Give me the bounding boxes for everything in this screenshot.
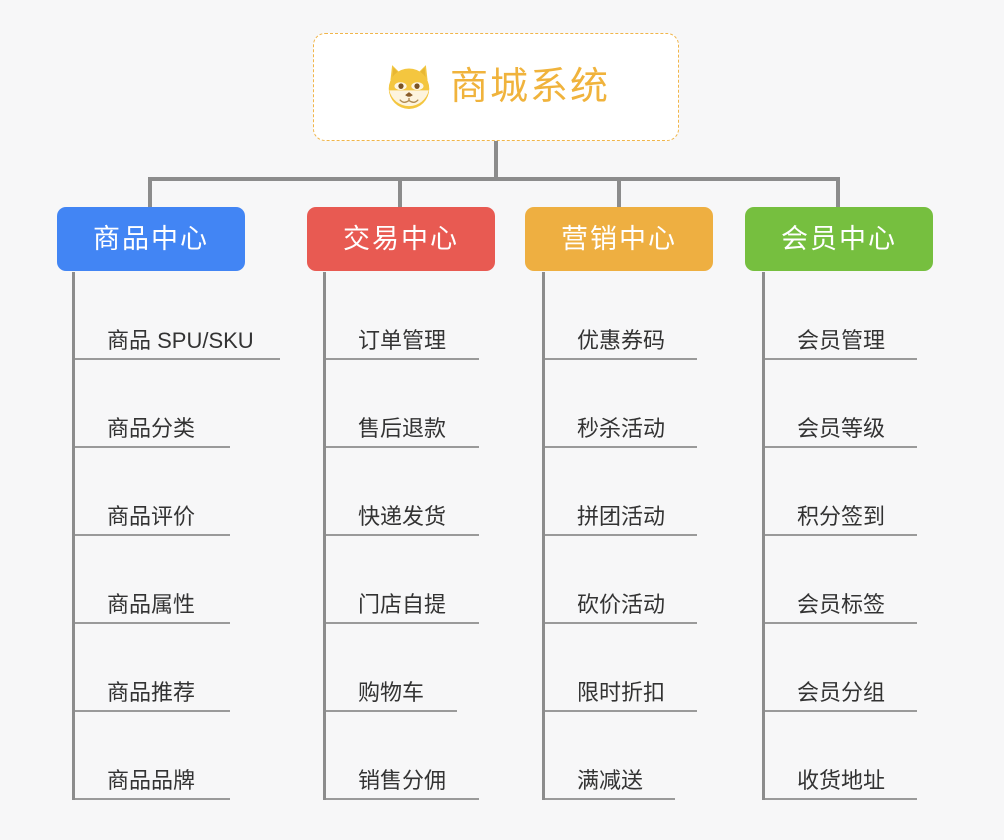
list-item[interactable]: 订单管理 [326, 272, 553, 360]
connector-drop-3 [617, 177, 621, 209]
leaf-underline [545, 710, 697, 712]
connector-drop-1 [148, 177, 152, 209]
leaf-label: 购物车 [358, 680, 425, 705]
list-item[interactable]: 砍价活动 [545, 536, 772, 624]
leaf-underline [75, 622, 230, 624]
leaf-underline [326, 534, 479, 536]
category-box-product-center[interactable]: 商品中心 [57, 207, 245, 271]
leaf-underline [326, 446, 479, 448]
category-label: 交易中心 [343, 223, 459, 254]
list-item[interactable]: 商品评价 [75, 448, 302, 536]
leaf-label: 积分签到 [797, 504, 886, 529]
leaf-label: 会员分组 [797, 680, 886, 705]
list-item[interactable]: 收货地址 [765, 712, 992, 800]
list-item[interactable]: 满减送 [545, 712, 772, 800]
leaf-label: 商品品牌 [107, 768, 196, 793]
connector-drop-4 [836, 177, 840, 209]
category-box-marketing-center[interactable]: 营销中心 [525, 207, 713, 271]
leaf-label: 快递发货 [358, 504, 447, 529]
category-box-member-center[interactable]: 会员中心 [745, 207, 933, 271]
list-item[interactable]: 秒杀活动 [545, 360, 772, 448]
leaf-underline [545, 622, 697, 624]
leaf-label: 售后退款 [358, 416, 447, 441]
list-item[interactable]: 商品品牌 [75, 712, 302, 800]
list-item[interactable]: 购物车 [326, 624, 553, 712]
category-box-trade-center[interactable]: 交易中心 [307, 207, 495, 271]
root-title: 商城系统 [449, 66, 610, 108]
leaf-label: 销售分佣 [358, 768, 447, 793]
leaf-underline [75, 710, 230, 712]
root-node[interactable]: 商城系统 [313, 33, 679, 141]
leaf-label: 拼团活动 [577, 504, 666, 529]
leaf-label: 收货地址 [797, 768, 886, 793]
list-item[interactable]: 优惠券码 [545, 272, 772, 360]
leaf-underline [765, 622, 917, 624]
leaf-label: 优惠券码 [577, 328, 666, 353]
list-item[interactable]: 售后退款 [326, 360, 553, 448]
list-item[interactable]: 快递发货 [326, 448, 553, 536]
category-label: 营销中心 [561, 223, 677, 254]
list-item[interactable]: 会员分组 [765, 624, 992, 712]
leaf-label: 商品分类 [107, 416, 196, 441]
leaf-column-member-center: 会员管理 会员等级 积分签到 会员标签 会员分组 收货地址 [762, 272, 992, 800]
leaf-underline [765, 710, 917, 712]
leaf-underline [326, 710, 457, 712]
list-item[interactable]: 销售分佣 [326, 712, 553, 800]
list-item[interactable]: 积分签到 [765, 448, 992, 536]
leaf-underline [545, 534, 697, 536]
list-item[interactable]: 商品 SPU/SKU [75, 272, 302, 360]
leaf-column-product-center: 商品 SPU/SKU 商品分类 商品评价 商品属性 商品推荐 商品品牌 [72, 272, 302, 800]
leaf-underline [765, 534, 917, 536]
leaf-underline [545, 358, 697, 360]
leaf-label: 限时折扣 [577, 680, 666, 705]
list-item[interactable]: 限时折扣 [545, 624, 772, 712]
list-item[interactable]: 门店自提 [326, 536, 553, 624]
leaf-column-marketing-center: 优惠券码 秒杀活动 拼团活动 砍价活动 限时折扣 满减送 [542, 272, 772, 800]
leaf-underline [326, 798, 479, 800]
list-item[interactable]: 会员等级 [765, 360, 992, 448]
leaf-label: 会员等级 [797, 416, 886, 441]
leaf-underline [75, 798, 230, 800]
category-label: 会员中心 [781, 223, 897, 254]
leaf-underline [545, 798, 675, 800]
list-item[interactable]: 拼团活动 [545, 448, 772, 536]
list-item[interactable]: 会员管理 [765, 272, 992, 360]
leaf-underline [765, 446, 917, 448]
leaf-underline [545, 446, 697, 448]
leaf-label: 商品推荐 [107, 680, 196, 705]
leaf-underline [75, 446, 230, 448]
leaf-label: 门店自提 [358, 592, 447, 617]
connector-drop-2 [398, 177, 402, 209]
leaf-underline [75, 358, 280, 360]
leaf-label: 砍价活动 [577, 592, 666, 617]
list-item[interactable]: 商品分类 [75, 360, 302, 448]
list-item[interactable]: 商品推荐 [75, 624, 302, 712]
root-stem-line [494, 141, 498, 179]
connector-bus-line [148, 177, 840, 181]
leaf-label: 会员管理 [797, 328, 886, 353]
leaf-underline [765, 798, 917, 800]
shiba-dog-icon [388, 65, 430, 109]
leaf-label: 商品属性 [107, 592, 196, 617]
leaf-label: 商品评价 [107, 504, 196, 529]
leaf-underline [765, 358, 917, 360]
leaf-underline [326, 622, 479, 624]
leaf-label: 会员标签 [797, 592, 886, 617]
leaf-underline [75, 534, 230, 536]
leaf-column-trade-center: 订单管理 售后退款 快递发货 门店自提 购物车 销售分佣 [323, 272, 553, 800]
leaf-underline [326, 358, 479, 360]
leaf-label: 秒杀活动 [577, 416, 666, 441]
list-item[interactable]: 商品属性 [75, 536, 302, 624]
list-item[interactable]: 会员标签 [765, 536, 992, 624]
leaf-label: 商品 SPU/SKU [107, 328, 254, 353]
leaf-label: 订单管理 [358, 328, 447, 353]
leaf-label: 满减送 [577, 768, 644, 793]
category-label: 商品中心 [93, 223, 209, 254]
